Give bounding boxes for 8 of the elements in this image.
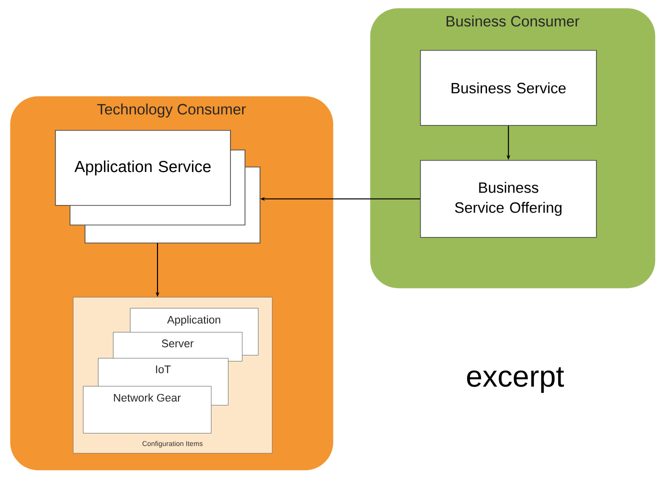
service-box: Business Service bbox=[420, 50, 597, 126]
service-box: Business Service Offering bbox=[420, 160, 597, 238]
item-card: Network Gear bbox=[83, 386, 212, 434]
card-stack: Application Service bbox=[55, 130, 260, 244]
caption-text: excerpt bbox=[467, 367, 564, 393]
group-title: Business Consumer bbox=[446, 16, 580, 27]
group-title: Technology Consumer bbox=[97, 104, 246, 118]
item-card: Server bbox=[113, 332, 242, 362]
